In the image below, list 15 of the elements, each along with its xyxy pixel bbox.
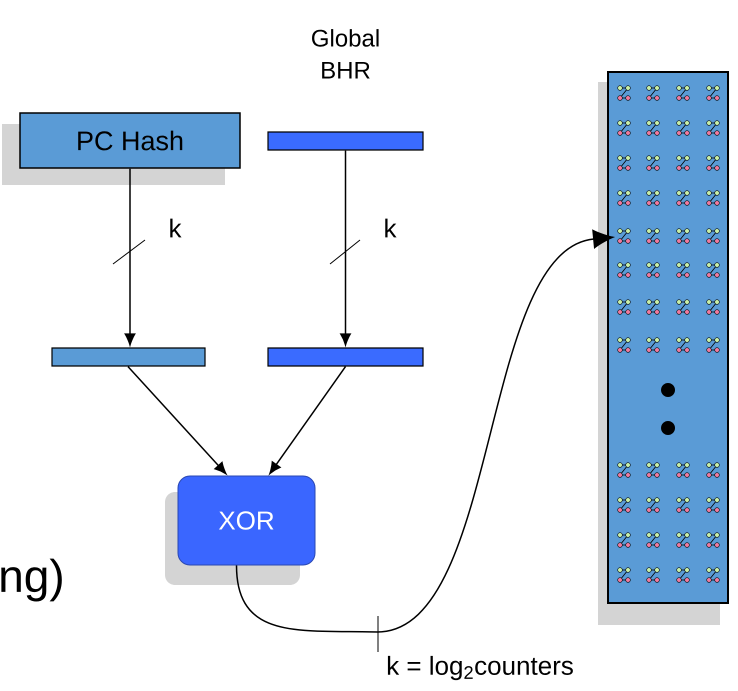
edge-label: k = log$_{2}$counters: [388, 656, 573, 680]
register-bar: [267, 347, 424, 367]
edge-label: k: [170, 218, 182, 238]
counter-table: [607, 71, 729, 604]
arrow: [340, 150, 351, 346]
arrow: [127, 366, 226, 474]
xor-box: XOR: [178, 476, 316, 566]
arrow: [269, 366, 346, 474]
process-box: PC Hash: [19, 112, 241, 169]
slide-text: ng): [1, 558, 62, 602]
arrow: [236, 230, 614, 633]
edge-label: k: [385, 218, 397, 238]
register-bar: [51, 347, 206, 367]
arrow: [124, 168, 136, 346]
register-label: Global BHR: [312, 29, 379, 78]
